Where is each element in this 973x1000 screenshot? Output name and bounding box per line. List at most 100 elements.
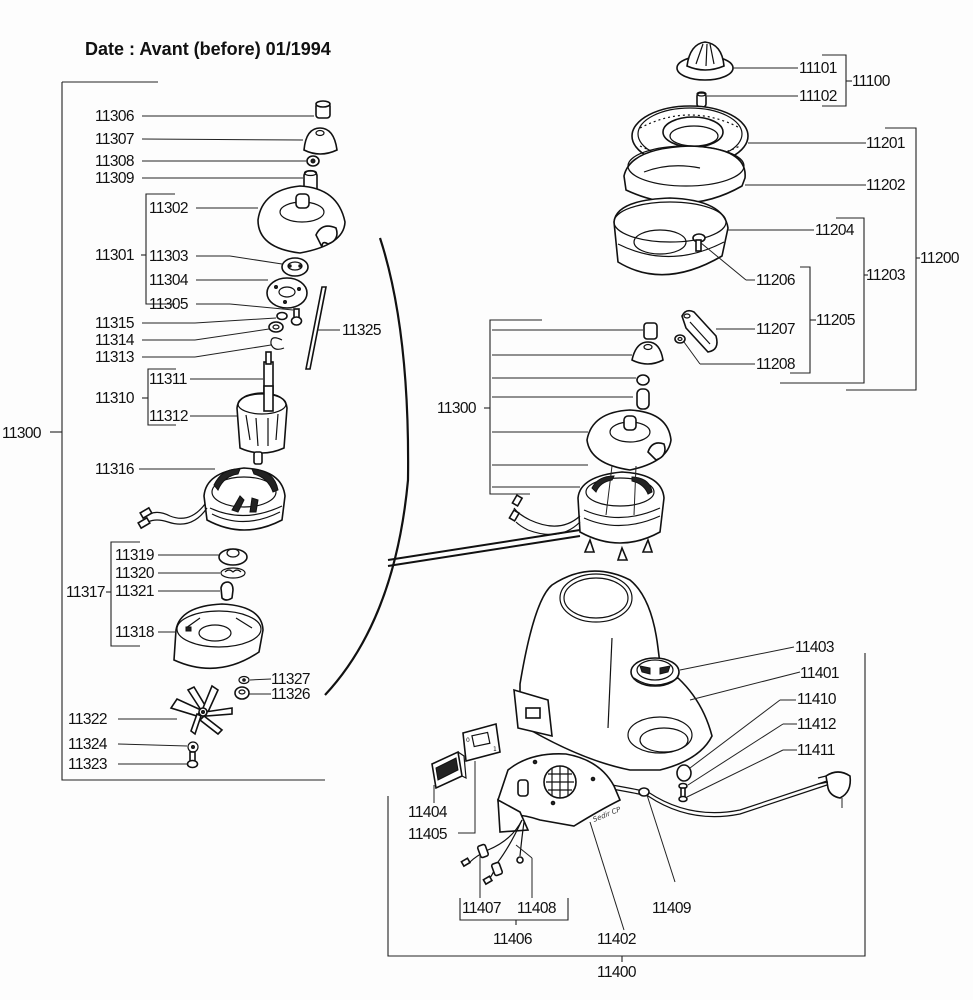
part-label-11309: 11309 <box>95 170 134 187</box>
part-11207-spout <box>681 309 718 353</box>
part-11404-rocker-switch <box>431 750 467 790</box>
part-label-11316: 11316 <box>95 461 134 478</box>
group-label-11200: 11200 <box>920 250 960 267</box>
part-11101-reamer-cone <box>676 41 734 81</box>
part-11403-grommet <box>630 657 680 687</box>
part-11327-lockwasher <box>238 675 250 685</box>
part-label-11402: 11402 <box>597 931 636 948</box>
part-11314-ring <box>268 321 284 333</box>
part-11406-wiring-harness <box>460 819 525 886</box>
part-label-11208: 11208 <box>756 356 795 373</box>
part-label-11315: 11315 <box>95 315 134 332</box>
group-bracket-11300 <box>61 81 325 781</box>
part-label-11325: 11325 <box>342 322 381 339</box>
part-11312-rotor <box>236 385 288 465</box>
part-11303-bearing <box>281 257 309 277</box>
group-label-11400: 11400 <box>597 964 637 981</box>
part-11326-nut <box>234 686 250 700</box>
part-label-11412: 11412 <box>797 716 836 733</box>
part-11322-fan <box>169 684 233 736</box>
part-label-11321: 11321 <box>115 583 154 600</box>
part-11302-top-housing <box>257 185 346 254</box>
part-label-11404: 11404 <box>408 804 448 821</box>
part-label-11207: 11207 <box>756 321 795 338</box>
part-11315-washer <box>276 311 288 321</box>
part-11321-bushing <box>220 581 234 601</box>
part-label-11302: 11302 <box>149 200 188 217</box>
part-11206-bolt <box>692 233 706 252</box>
part-11306-nut <box>315 100 331 119</box>
part-label-11313: 11313 <box>95 349 134 366</box>
detail-callout-curve <box>324 237 410 696</box>
part-label-11411: 11411 <box>797 742 835 759</box>
motor-assembly-panel: 11300 11306 11307 11308 11309 <box>2 81 382 781</box>
group-label-11203: 11203 <box>866 267 905 284</box>
group-label-11406: 11406 <box>493 931 532 948</box>
part-label-11303: 11303 <box>149 248 188 265</box>
part-label-11206: 11206 <box>756 272 795 289</box>
part-11305-screw <box>290 308 303 326</box>
switch-plate-off-mark: 0 <box>466 737 470 744</box>
juicer-top-assembly: 11101 11102 11100 11201 11202 <box>613 41 961 391</box>
part-label-11408: 11408 <box>517 900 556 917</box>
part-11401-base-housing <box>513 570 713 771</box>
diagram-date-title: Date : Avant (before) 01/1994 <box>85 39 331 59</box>
part-label-11314: 11314 <box>95 332 135 349</box>
part-label-11318: 11318 <box>115 624 154 641</box>
part-label-11324: 11324 <box>68 736 108 753</box>
part-label-11201: 11201 <box>866 135 905 152</box>
part-11313-circlip <box>270 337 285 350</box>
part-11405-switch-plate: 0 1 <box>462 722 501 763</box>
part-label-11308: 11308 <box>95 153 134 170</box>
group-label-11310: 11310 <box>95 390 135 407</box>
base-assembly: 11401 11403 11410 11412 11411 <box>387 570 866 981</box>
part-11318-lower-housing <box>173 603 264 670</box>
part-label-11312: 11312 <box>149 408 188 425</box>
group-label-11300-assembled: 11300 <box>437 400 477 417</box>
part-11402-bottom-cover <box>497 753 622 833</box>
part-label-11327: 11327 <box>271 671 310 688</box>
part-11308-small-nut <box>306 155 320 167</box>
part-11204-bowl-base <box>613 197 729 276</box>
group-label-11301: 11301 <box>95 247 134 264</box>
part-label-11407: 11407 <box>462 900 501 917</box>
part-label-11311: 11311 <box>149 371 187 388</box>
switch-plate-on-mark: 1 <box>493 746 497 753</box>
part-11409-power-cord <box>611 771 852 818</box>
part-label-11409: 11409 <box>652 900 691 917</box>
part-11320-clip <box>220 567 246 579</box>
part-label-11204: 11204 <box>815 222 855 239</box>
part-label-11405: 11405 <box>408 826 447 843</box>
part-label-11401: 11401 <box>800 665 839 682</box>
part-label-11307: 11307 <box>95 131 134 148</box>
detail-callout-pointer <box>387 529 581 567</box>
part-11324-star-washer <box>187 741 199 753</box>
part-11304-plate <box>266 277 308 309</box>
part-label-11319: 11319 <box>115 547 154 564</box>
part-11323-screw <box>186 751 199 769</box>
part-11410-foot <box>676 764 692 782</box>
part-11316-stator <box>137 467 286 531</box>
part-label-11305: 11305 <box>149 296 188 313</box>
group-label-11300: 11300 <box>2 425 42 442</box>
part-11202-bowl <box>623 145 746 204</box>
part-11325-rod <box>305 286 327 370</box>
part-label-11322: 11322 <box>68 711 107 728</box>
part-label-11202: 11202 <box>866 177 905 194</box>
part-11319-cap <box>218 548 248 566</box>
part-11307-cone <box>303 127 338 155</box>
group-label-11317: 11317 <box>66 584 105 601</box>
part-label-11101: 11101 <box>799 60 837 77</box>
group-bracket-11400 <box>387 653 866 957</box>
group-label-11205: 11205 <box>816 312 855 329</box>
part-label-11323: 11323 <box>68 756 107 773</box>
part-label-11326: 11326 <box>271 686 310 703</box>
part-11208-nut <box>674 334 686 344</box>
part-11411-screw <box>678 787 688 803</box>
part-label-11306: 11306 <box>95 108 134 125</box>
part-label-11403: 11403 <box>795 639 834 656</box>
motor-assembled-view: 11300 <box>437 319 672 561</box>
part-label-11320: 11320 <box>115 565 155 582</box>
group-label-11100: 11100 <box>852 73 891 90</box>
